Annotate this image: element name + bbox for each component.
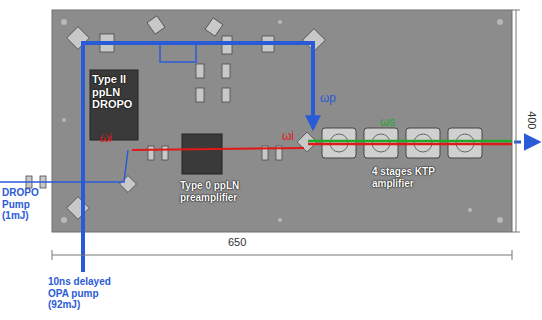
pump-label: 10ns delayed OPA pump (92mJ) bbox=[48, 276, 128, 311]
pump-label: DROPO Pump (1mJ) bbox=[2, 187, 50, 222]
preamp-crystal bbox=[182, 134, 222, 174]
mount-holes bbox=[61, 19, 503, 223]
dropo-crystal bbox=[90, 70, 138, 140]
height-dimension bbox=[512, 10, 520, 232]
idler-beam bbox=[132, 148, 304, 150]
opa-pump-beam bbox=[83, 43, 313, 272]
dimension-label: 650 bbox=[228, 236, 268, 249]
signal-beam bbox=[308, 140, 512, 143]
beam-label: ωi bbox=[282, 130, 306, 144]
beam-label: ωp bbox=[320, 92, 344, 106]
optical-mounts bbox=[26, 16, 325, 219]
component-label: Type II ppLN DROPO bbox=[92, 73, 138, 111]
component-label: 4 stages KTP amplifier bbox=[372, 166, 472, 189]
beam-label: ωi bbox=[100, 132, 124, 146]
delay-loop bbox=[160, 43, 196, 62]
output-beam bbox=[514, 141, 538, 144]
dimension-label: 400 bbox=[526, 100, 539, 140]
beam-label: ωs bbox=[380, 116, 404, 130]
dropo-pump-beam bbox=[0, 150, 128, 182]
component-label: Type 0 ppLN preamplifier bbox=[180, 180, 260, 203]
width-dimension bbox=[52, 250, 512, 260]
